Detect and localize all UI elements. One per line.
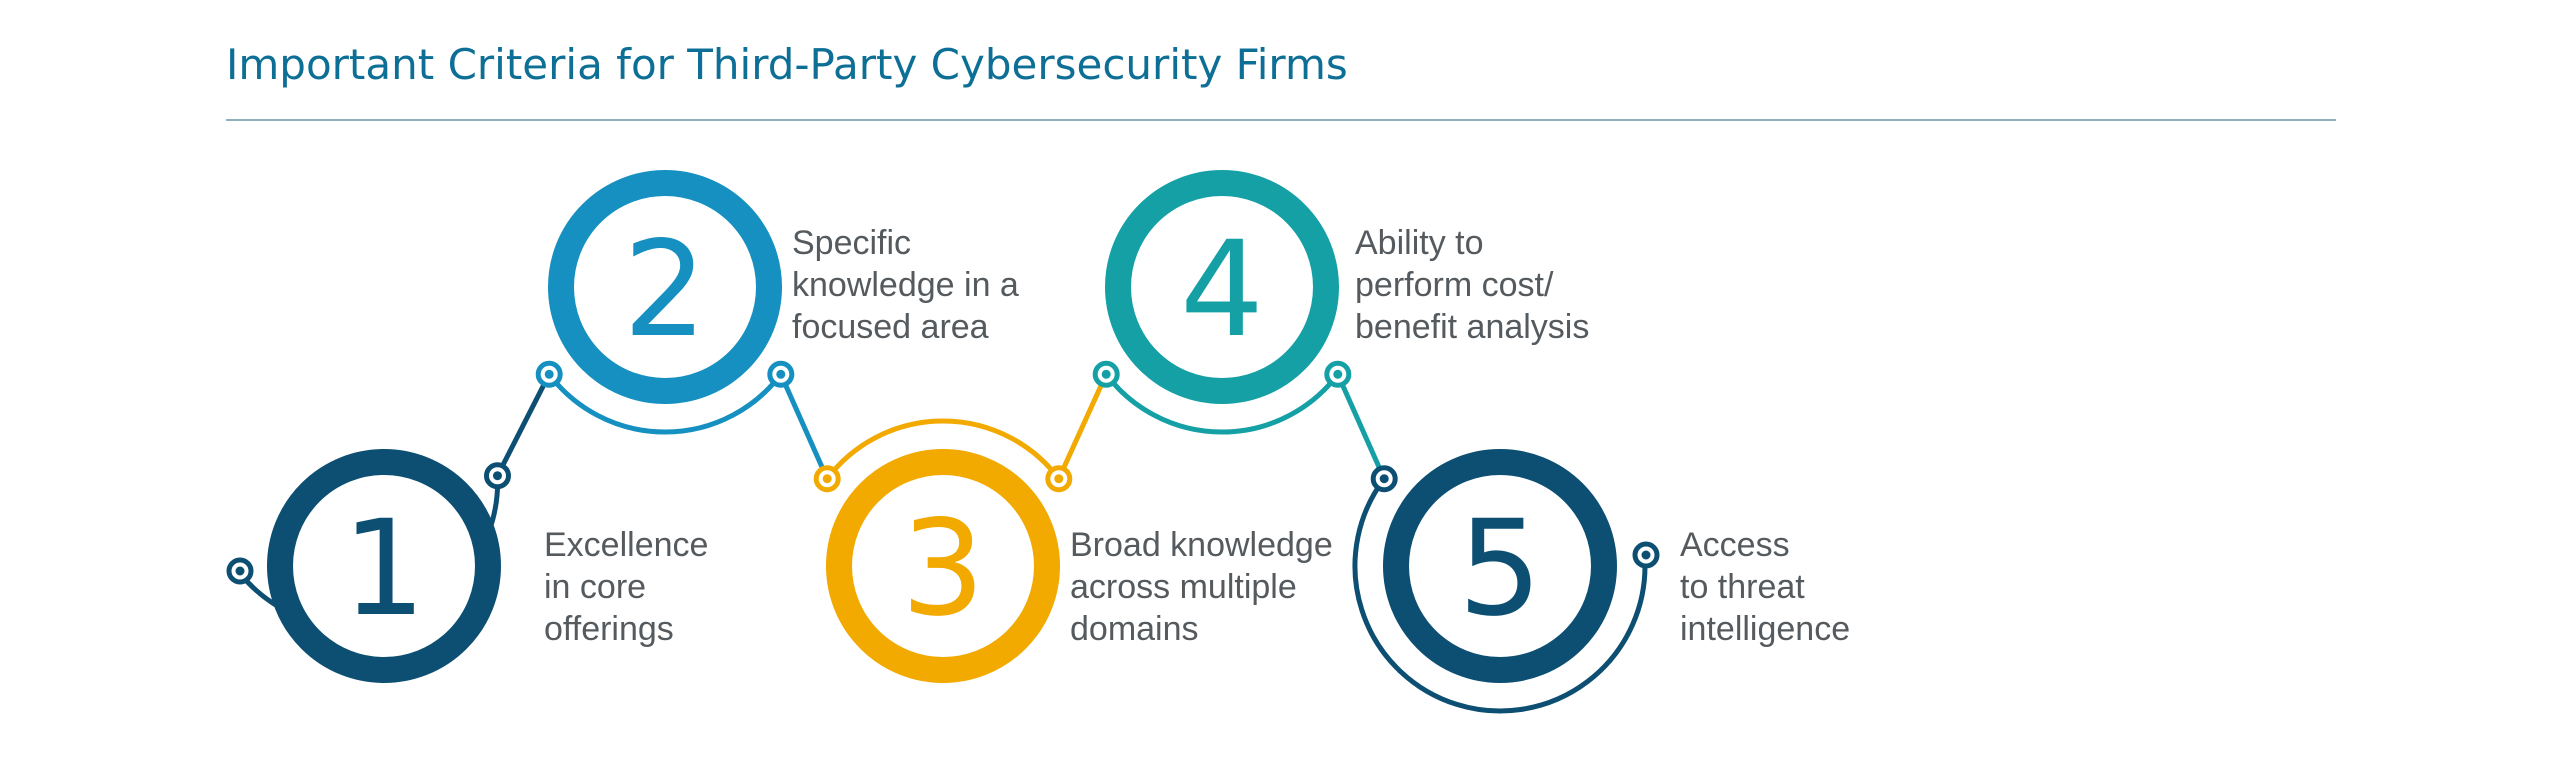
step-4-ring (1105, 170, 1339, 404)
step-5-label-line: intelligence (1680, 610, 1851, 648)
node-2-start-dot (544, 369, 554, 379)
step-3-arc (825, 418, 1061, 481)
step-2-ring (548, 170, 782, 404)
step-4-label-line: Ability to (1355, 224, 1484, 262)
node-2-end-dot (776, 369, 786, 379)
step-5-arc (1352, 477, 1648, 714)
connector-1-2 (495, 373, 552, 477)
node-5-start-dot (1379, 474, 1389, 484)
step-1-ring (267, 449, 501, 683)
step-5-ring (1383, 449, 1617, 683)
step-2-arc (547, 372, 783, 435)
step-5-label-line: Access (1680, 526, 1790, 564)
node-4-end-dot (1333, 369, 1343, 379)
step-5-number: 5 (1458, 492, 1542, 646)
node-4-start-dot (1101, 369, 1111, 379)
step-1-label-line: in core (544, 568, 647, 606)
step-4-number: 4 (1180, 213, 1264, 367)
step-5-label-line: to threat (1680, 568, 1805, 606)
step-4-label-line: perform cost/ (1355, 266, 1554, 304)
step-2-number: 2 (623, 213, 707, 367)
node-3-start-dot (822, 474, 832, 484)
step-2: 2 (548, 170, 782, 404)
step-3-label-line: across multiple (1070, 568, 1297, 606)
step-3-number: 3 (901, 492, 985, 646)
step-3-label-line: Broad knowledge (1070, 526, 1333, 564)
step-rings: 1 2 3 4 5 (267, 170, 1617, 683)
step-3-label: Broad knowledge across multiple domains (1070, 524, 1333, 650)
step-4-arc (1104, 372, 1340, 435)
connector-nodes (226, 360, 1660, 585)
node-1-start-dot (235, 566, 245, 576)
step-1-label-line: Excellence (544, 526, 709, 564)
step-2-label-line: focused area (792, 308, 989, 346)
connector-2-3 (778, 373, 830, 480)
step-1: 1 (267, 449, 501, 683)
step-2-label-line: knowledge in a (792, 266, 1019, 304)
connector-3-4 (1056, 373, 1109, 480)
step-3-ring (826, 449, 1060, 683)
step-3-label-line: domains (1070, 610, 1199, 648)
node-1-end-dot (492, 471, 502, 481)
step-1-number: 1 (342, 492, 426, 646)
node-5-end-dot (1641, 550, 1651, 560)
step-3: 3 (826, 449, 1060, 683)
step-5: 5 (1383, 449, 1617, 683)
step-4: 4 (1105, 170, 1339, 404)
step-2-label: Specific knowledge in a focused area (792, 222, 1019, 348)
node-3-end-dot (1054, 474, 1064, 484)
page-title: Important Criteria for Third-Party Cyber… (226, 40, 1348, 89)
step-1-label-line: offerings (544, 610, 674, 648)
step-2-label-line: Specific (792, 224, 912, 262)
step-4-label: Ability to perform cost/benefit analysis (1355, 222, 1589, 348)
step-1-label: Excellence in core offerings (544, 524, 708, 650)
step-5-label: Access to threat intelligence (1680, 524, 1850, 650)
step-4-label-line: benefit analysis (1355, 308, 1590, 346)
connector-4-5 (1335, 373, 1387, 480)
title-divider (226, 119, 2336, 121)
